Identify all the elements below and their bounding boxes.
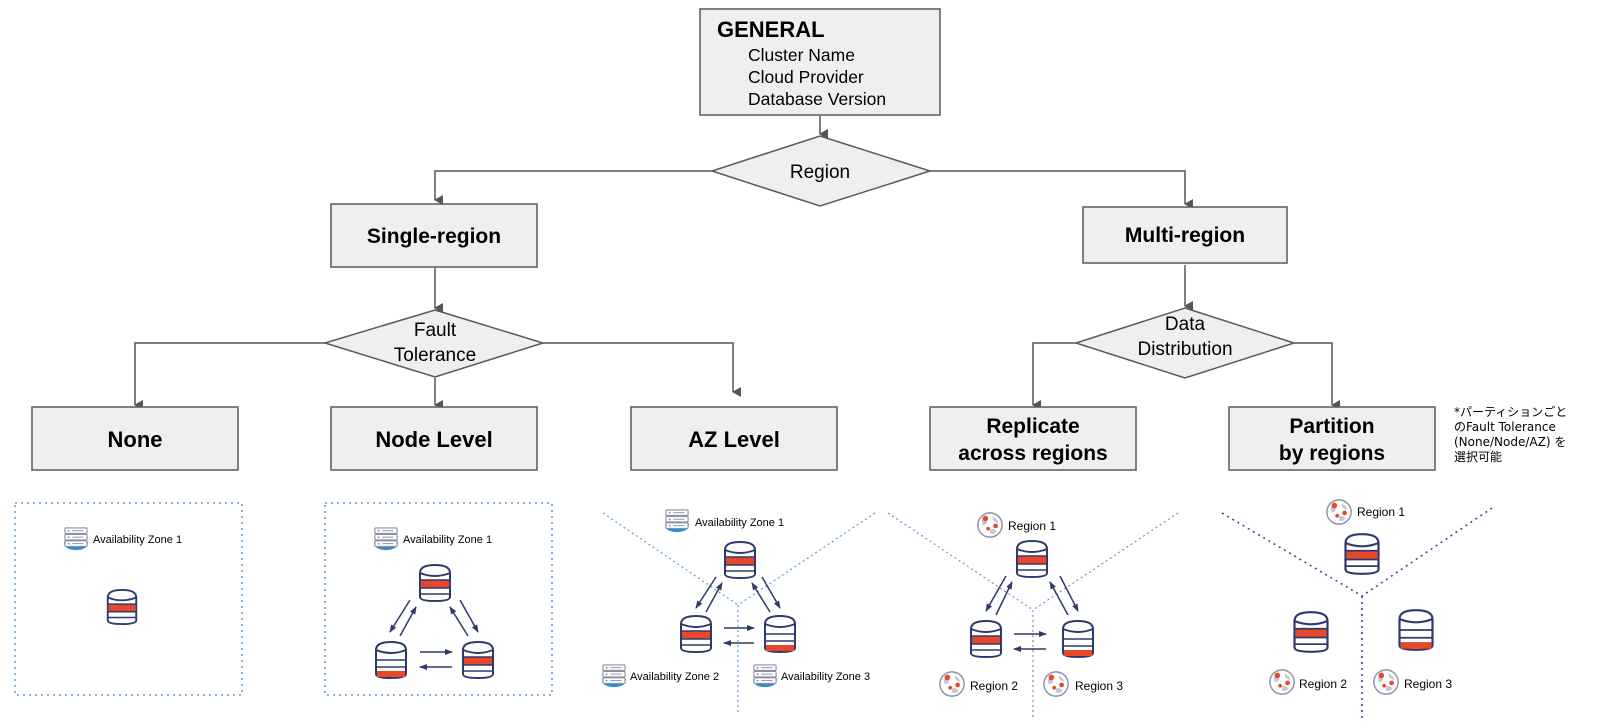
database-icon xyxy=(763,614,797,654)
replicate-region2-label: Region 2 xyxy=(970,679,1018,693)
server-icon xyxy=(601,664,627,688)
multi-region-label: Multi-region xyxy=(1125,224,1245,247)
node-level-box: Node Level xyxy=(330,406,538,471)
database-icon xyxy=(461,640,495,680)
az-level-box: AZ Level xyxy=(630,406,838,471)
server-icon xyxy=(373,527,399,551)
globe-icon xyxy=(1043,671,1069,697)
server-icon xyxy=(63,527,89,551)
note-line: (None/Node/AZ) を xyxy=(1454,435,1567,449)
note-line: 選択可能 xyxy=(1454,450,1503,464)
data-distribution-label-line2: Distribution xyxy=(1137,339,1232,360)
database-icon xyxy=(1344,533,1380,575)
node-illustration: Availability Zone 1 xyxy=(324,502,553,696)
az-zone3-label: Availability Zone 3 xyxy=(781,671,870,683)
general-item-database-version: Database Version xyxy=(748,89,886,109)
single-region-box: Single-region xyxy=(330,203,538,268)
database-icon xyxy=(723,540,757,580)
database-icon xyxy=(106,588,138,626)
globe-icon xyxy=(939,671,965,697)
replicate-illustration: Region 1 Region 2 Region 3 xyxy=(887,512,1179,720)
database-icon xyxy=(1015,539,1049,579)
none-box: None xyxy=(31,406,239,471)
partition-region1-label: Region 1 xyxy=(1357,505,1405,519)
database-icon xyxy=(1061,619,1095,659)
replicate-region1-label: Region 1 xyxy=(1008,519,1056,533)
general-item-cluster-name: Cluster Name xyxy=(748,45,855,65)
database-icon xyxy=(679,614,713,654)
server-icon xyxy=(664,509,690,533)
multi-region-box: Multi-region xyxy=(1082,206,1288,264)
single-region-label: Single-region xyxy=(367,225,501,248)
globe-icon xyxy=(1269,669,1295,695)
az-illustration: Availability Zone 1 Availability Zone 2 … xyxy=(601,509,876,712)
fault-tolerance-label-line2: Tolerance xyxy=(394,345,476,366)
replicate-label-line2: across regions xyxy=(958,442,1107,465)
note-line: *パーティションごと xyxy=(1454,405,1568,419)
region-decision: Region xyxy=(709,135,933,207)
database-icon xyxy=(1293,611,1329,653)
replicate-region3-label: Region 3 xyxy=(1075,679,1123,693)
node-level-label: Node Level xyxy=(375,427,492,452)
database-icon xyxy=(1398,609,1434,651)
database-icon xyxy=(418,563,452,603)
partition-note: *パーティションごと のFault Tolerance (None/Node/A… xyxy=(1454,405,1600,465)
none-label: None xyxy=(108,427,163,452)
data-distribution-decision: Data Distribution xyxy=(1073,307,1297,379)
note-line: のFault Tolerance xyxy=(1454,420,1556,434)
globe-icon xyxy=(1373,669,1399,695)
az-zone1-label: Availability Zone 1 xyxy=(695,517,784,529)
partition-label-line1: Partition xyxy=(1289,415,1374,438)
general-title: GENERAL xyxy=(717,17,825,42)
fault-tolerance-decision: Fault Tolerance xyxy=(322,309,546,378)
fault-tolerance-label-line1: Fault xyxy=(414,320,457,341)
connectors xyxy=(134,116,1340,410)
partition-region3-label: Region 3 xyxy=(1404,677,1452,691)
replicate-box: Replicate across regions xyxy=(929,406,1137,471)
none-illustration: Availability Zone 1 xyxy=(14,502,243,696)
node-zone-label: Availability Zone 1 xyxy=(403,534,492,546)
az-zone2-label: Availability Zone 2 xyxy=(630,671,719,683)
general-box: GENERAL Cluster Name Cloud Provider Data… xyxy=(699,8,941,116)
region-label: Region xyxy=(790,162,850,183)
partition-region2-label: Region 2 xyxy=(1299,677,1347,691)
partition-illustration: Region 1 Region 2 Region 3 xyxy=(1221,499,1493,718)
replicate-label-line1: Replicate xyxy=(986,415,1079,438)
database-icon xyxy=(969,619,1003,659)
partition-box: Partition by regions xyxy=(1228,406,1436,471)
az-level-label: AZ Level xyxy=(688,427,780,452)
partition-label-line2: by regions xyxy=(1279,442,1385,465)
server-icon xyxy=(752,664,778,688)
globe-icon xyxy=(1326,499,1352,525)
none-zone-label: Availability Zone 1 xyxy=(93,534,182,546)
data-distribution-label-line1: Data xyxy=(1165,314,1206,335)
database-icon xyxy=(374,640,408,680)
general-item-cloud-provider: Cloud Provider xyxy=(748,67,864,87)
globe-icon xyxy=(977,512,1003,538)
